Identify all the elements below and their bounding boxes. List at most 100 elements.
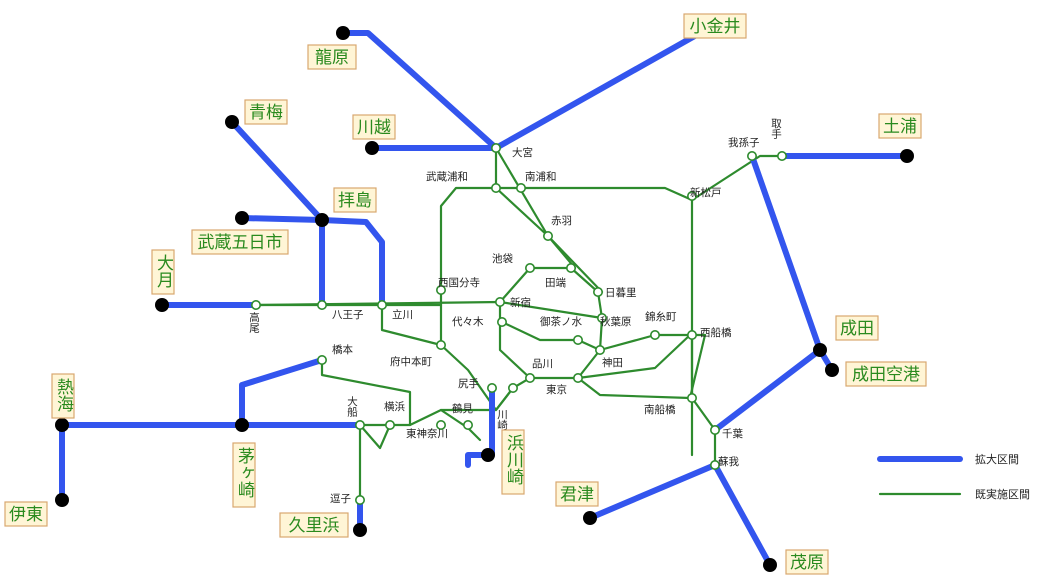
station-nishifunabashi-label: 西船橋 [700, 326, 732, 339]
station-nippori-label: 日暮里 [605, 286, 637, 299]
terminal-haijima-dot [315, 213, 329, 227]
terminal-koganei-box [683, 13, 747, 39]
terminal-chigasaki-label: 茅ヶ崎 [234, 447, 255, 498]
terminal-ito-label: 伊東 [9, 505, 43, 525]
terminal-itsukaichi-label: 武蔵五日市 [198, 233, 283, 253]
terminal-kimitsu-label: 君津 [560, 485, 594, 505]
terminal-tsuchiura: 土浦 [878, 113, 922, 139]
station-shinjuku-marker [494, 296, 505, 307]
terminal-ito-dot [55, 493, 69, 507]
legend-current-label: 既実施区間 [975, 487, 1030, 501]
terminal-narita-dot [813, 343, 827, 357]
terminal-mobara-box [785, 549, 829, 575]
terminal-hamakawasaki: 浜川崎 [501, 429, 525, 495]
terminal-otsuki-label: 大月 [153, 254, 174, 288]
terminal-kurihama: 久里浜 [279, 512, 349, 538]
station-nippori-marker [592, 286, 603, 297]
terminal-itsukaichi-dot [235, 211, 249, 225]
extended-haijima-tachikawa [319, 217, 385, 308]
station-toride-label: 取手 [770, 118, 782, 140]
terminal-atami-dot [55, 418, 69, 432]
terminal-tsuchiura-box [878, 113, 922, 139]
terminal-atami-label: 熱海 [53, 378, 74, 413]
station-nishikokubunji-marker [435, 284, 446, 295]
extended-ryugasaki [340, 30, 703, 151]
station-shinmatsudo-marker [686, 191, 697, 202]
station-musashiurawa-label: 武蔵浦和 [426, 170, 468, 183]
extended-section-lines [59, 30, 963, 568]
legend-extended-label: 拡大区間 [975, 452, 1019, 466]
station-minamiurawa-label: 南浦和 [525, 170, 557, 183]
station-markers [55, 26, 914, 572]
station-tabata-marker [565, 262, 576, 273]
terminal-chigasaki: 茅ヶ崎 [232, 442, 256, 508]
station-musashiurawa-marker [490, 183, 501, 194]
station-higashikanagawa-label: 東神奈川 [406, 427, 448, 440]
terminal-ome-box [244, 99, 288, 125]
terminal-kimitsu: 君津 [555, 481, 599, 507]
station-soga-marker [709, 459, 720, 470]
station-yokohama-marker [384, 419, 395, 430]
terminal-atami: 熱海 [51, 373, 75, 419]
terminal-itsukaichi-box [191, 229, 289, 255]
terminal-atami-box [51, 373, 75, 419]
line-sobu [500, 320, 707, 352]
station-tabata-label: 田端 [545, 276, 566, 289]
station-fuchuhommachi-label: 府中本町 [390, 355, 432, 368]
terminal-tsuchiura-label: 土浦 [883, 117, 917, 137]
station-yoyogi-label: 代々木 [452, 316, 484, 328]
station-hachioji-label: 八王子 [332, 309, 364, 321]
station-chiba-label: 千葉 [722, 427, 743, 440]
station-yoyogi-marker [496, 316, 507, 327]
terminal-chigasaki-box [232, 442, 256, 508]
extended-hamakawasaki [465, 385, 495, 468]
terminal-haijima: 拝島 [333, 187, 377, 213]
station-hashimoto-marker [316, 354, 327, 365]
station-kanda-label: 神田 [602, 356, 623, 369]
station-omiya-marker [490, 143, 501, 154]
extended-sagami [239, 357, 325, 428]
terminal-haijima-label: 拝島 [338, 191, 372, 211]
station-akihabara-marker [596, 312, 607, 323]
station-omiya-label: 大宮 [512, 146, 533, 159]
line-saikyo [494, 146, 577, 270]
station-nishifunabashi-marker [686, 329, 697, 340]
terminal-labels: 龍原小金井川越青梅拝島武蔵五日市大月土浦成田成田空港熱海茅ヶ崎伊東久里浜浜川崎君… [4, 13, 927, 575]
station-ofuna-label: 大船 [346, 395, 358, 418]
station-zushi-marker [354, 494, 365, 505]
station-shinmatsudo-label: 新松戸 [690, 186, 722, 199]
station-ikebukuro-marker [524, 262, 535, 273]
terminal-ryugasaki-dot [336, 26, 350, 40]
extended-mobara [712, 462, 773, 568]
station-abiko-label: 我孫子 [728, 137, 760, 149]
station-takao-marker [251, 299, 262, 310]
station-minamifunabashi-label: 南船橋 [644, 403, 676, 416]
terminal-kawagoe: 川越 [352, 114, 396, 140]
extended-ome [229, 119, 325, 223]
station-shiriteshi-label: 尻手 [458, 377, 479, 390]
station-fuchuhommachi-marker [435, 339, 446, 350]
station-higashikanagawa-marker [435, 419, 446, 430]
terminal-ryugasaki-label: 龍原 [315, 48, 349, 68]
extended-narita-chiba [712, 347, 823, 433]
terminal-kurihama-dot [353, 523, 367, 537]
station-akabane-label: 赤羽 [551, 215, 572, 227]
terminal-kimitsu-box [555, 481, 599, 507]
station-minamiurawa-marker [515, 183, 526, 194]
station-kinshicho-marker [649, 329, 660, 340]
terminal-hamakawasaki-dot [481, 448, 495, 462]
terminal-tsuchiura-dot [900, 149, 914, 163]
terminal-ryugasaki-box [307, 44, 357, 70]
terminal-hamakawasaki-box [501, 429, 525, 495]
station-tachikawa-label: 立川 [392, 308, 413, 321]
terminal-narita_airport-label: 成田空港 [852, 365, 920, 385]
terminal-hamakawasaki-label: 浜川崎 [503, 434, 524, 485]
terminal-ome-label: 青梅 [249, 103, 283, 123]
station-nishikokubunji-label: 西国分寺 [438, 277, 480, 289]
extended-kimitsu [587, 462, 718, 521]
station-tsurumi-label: 鶴見 [452, 402, 473, 415]
station-tsurumi-marker [462, 419, 473, 430]
station-yokohama-label: 横浜 [384, 400, 405, 413]
terminal-kurihama-label: 久里浜 [289, 516, 340, 536]
line-sobu-rapid [576, 333, 692, 380]
